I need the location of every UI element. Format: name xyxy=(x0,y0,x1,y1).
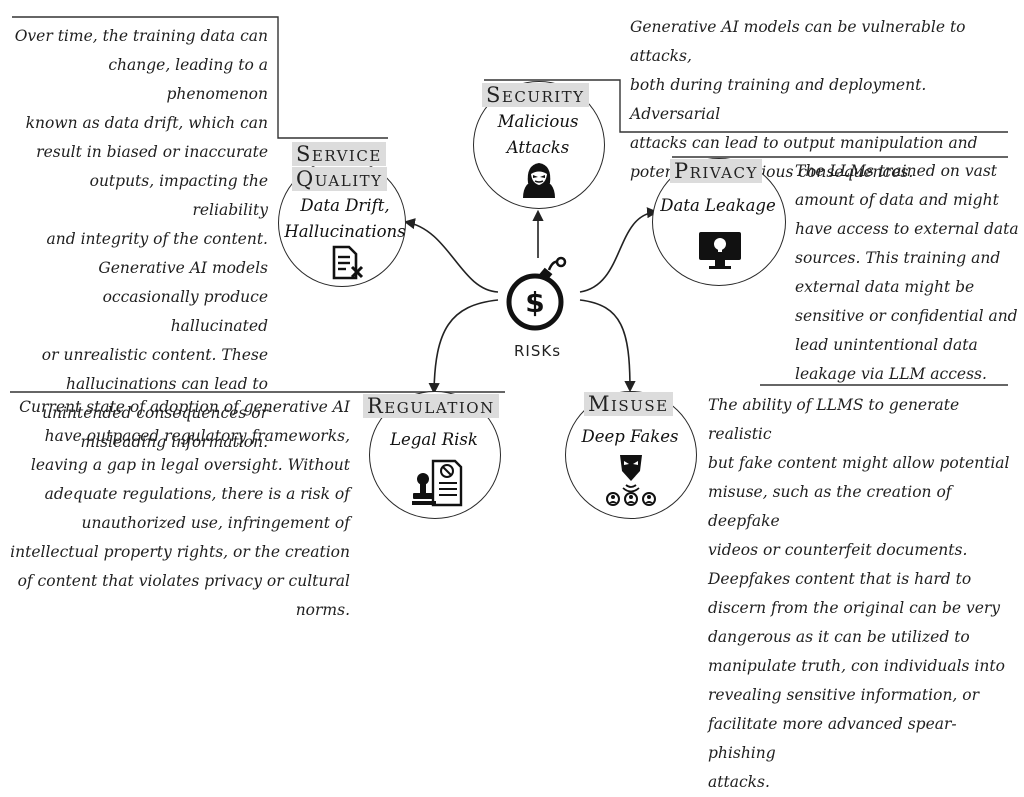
hacker-icon xyxy=(519,161,559,203)
dollar-bomb-icon: $ xyxy=(505,256,571,336)
privacy-paragraph: The LLMs trained on vast amount of data … xyxy=(795,162,1019,383)
regulation-paragraph: Current state of adoption of generative … xyxy=(10,398,350,619)
arrow-to-regulation xyxy=(428,299,499,395)
service-quality-subtitle-line2: Hallucinations xyxy=(284,222,406,241)
privacy-subtitle: Data Leakage xyxy=(660,196,776,215)
stamp-document-icon xyxy=(411,457,463,511)
misuse-paragraph: The ability of LLMS to generate realisti… xyxy=(708,396,1010,791)
monitor-lock-icon xyxy=(697,230,743,276)
regulation-subtitle: Legal Risk xyxy=(390,430,478,449)
center-label: RISKs xyxy=(514,342,562,360)
service-quality-title-line1: Service xyxy=(292,142,386,166)
mask-people-icon xyxy=(604,453,658,511)
service-quality-paragraph: Over time, the training data can change,… xyxy=(14,27,268,451)
security-title: Security xyxy=(482,83,589,107)
svg-text:$: $ xyxy=(525,286,544,319)
misuse-subtitle: Deep Fakes xyxy=(581,427,679,446)
service-quality-title-line2: Quality xyxy=(292,167,387,191)
connector-lines xyxy=(10,16,1008,395)
arrow-to-privacy xyxy=(579,207,659,293)
arrow-to-service-quality xyxy=(403,218,499,293)
security-subtitle-line1: Malicious xyxy=(497,112,579,131)
arrow-to-misuse xyxy=(579,299,636,393)
service-quality-subtitle-line1: Data Drift, xyxy=(300,196,390,215)
security-subtitle-line2: Attacks xyxy=(506,138,570,157)
privacy-title: Privacy xyxy=(670,159,762,183)
security-divider xyxy=(484,79,1008,133)
service-quality-divider xyxy=(12,16,388,139)
regulation-title: Regulation xyxy=(363,394,499,418)
document-x-icon xyxy=(331,245,365,285)
misuse-title: Misuse xyxy=(584,392,673,416)
